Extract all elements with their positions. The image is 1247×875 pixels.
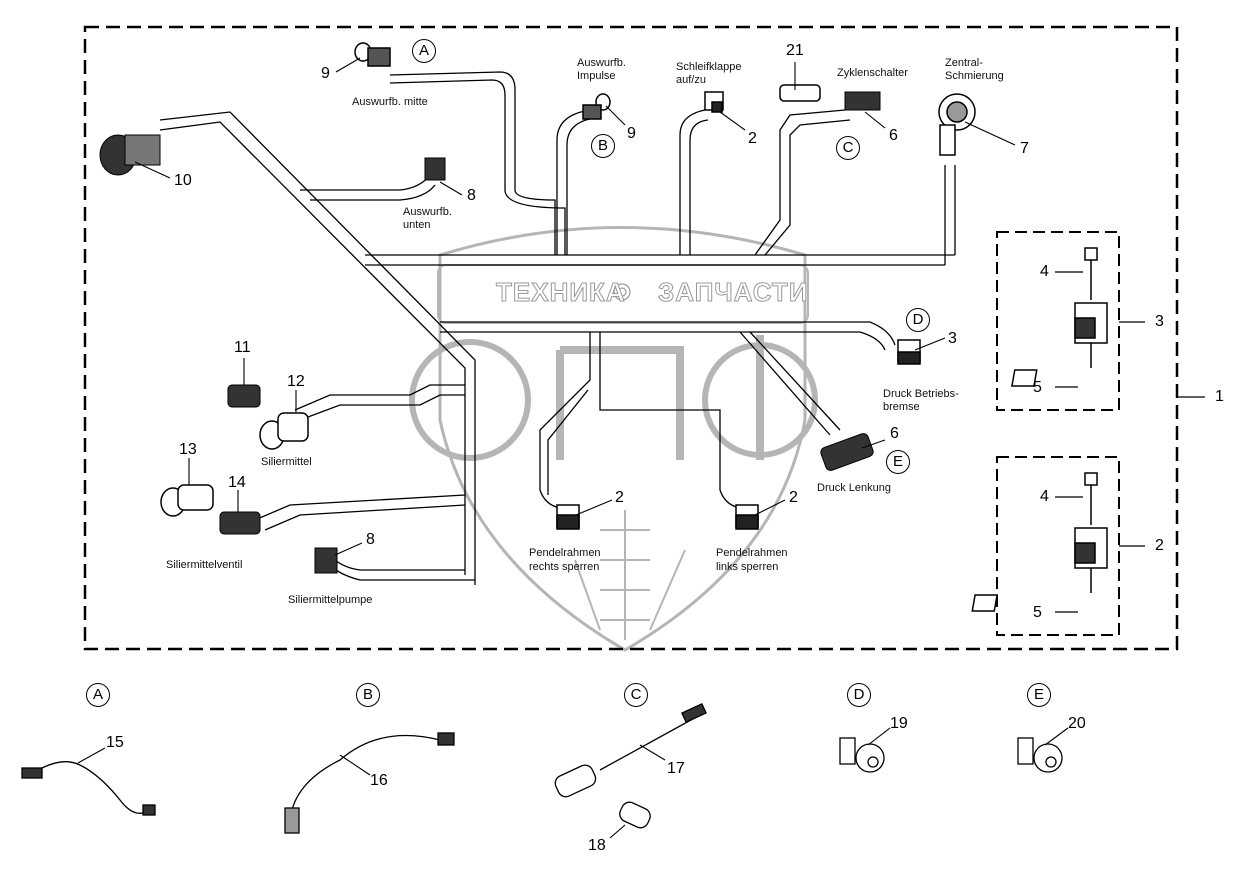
label-auswurfb-unten-1: Auswurfb.: [403, 206, 452, 218]
callout-2[interactable]: 2: [1155, 537, 1164, 554]
cable-16-icon: [284, 732, 455, 834]
callout-14[interactable]: 14: [228, 474, 246, 491]
plug-18-icon: [619, 801, 651, 829]
cable-15-icon: [21, 761, 156, 816]
connector-8-top-icon: [424, 157, 446, 181]
callout-1-assembly[interactable]: 1: [1215, 388, 1224, 405]
cap-19-icon: [839, 737, 885, 773]
callout-8[interactable]: 8: [366, 531, 375, 548]
label-zyklenschalter: Zyklenschalter: [837, 67, 908, 79]
connector-10-icon: [99, 134, 161, 176]
kit-box-2: [996, 456, 1120, 636]
label-pendel-rechts-2: rechts sperren: [529, 561, 600, 573]
watermark-gear-icon: [613, 283, 631, 301]
detail-heading-a: A: [86, 683, 110, 707]
callout-20[interactable]: 20: [1068, 715, 1086, 732]
label-siliermittel: Siliermittel: [261, 456, 312, 468]
watermark-text-left: ТЕХНИКА: [496, 277, 626, 308]
callout-17[interactable]: 17: [667, 760, 685, 777]
callout-2[interactable]: 2: [748, 130, 757, 147]
detail-marker-d[interactable]: D: [906, 308, 930, 332]
detail-heading-e: E: [1027, 683, 1051, 707]
detail-marker-a[interactable]: A: [412, 39, 436, 63]
connector-2-right-icon: [556, 504, 580, 530]
connector-14-icon: [219, 511, 261, 535]
connector-13-icon: [160, 484, 214, 517]
callout-8[interactable]: 8: [467, 187, 476, 204]
callout-6[interactable]: 6: [889, 127, 898, 144]
callout-7[interactable]: 7: [1020, 140, 1029, 157]
wiring-harness: [159, 71, 956, 585]
callout-2[interactable]: 2: [615, 489, 624, 506]
callout-10[interactable]: 10: [174, 172, 192, 189]
connector-7-icon: [938, 93, 976, 156]
connector-9a-icon: [354, 42, 391, 67]
cap-20-icon: [1017, 737, 1063, 773]
label-siliermittelventil: Siliermittelventil: [166, 559, 243, 571]
detail-heading-d: D: [847, 683, 871, 707]
label-zentral-2: Schmierung: [945, 70, 1004, 82]
label-druck-betriebs-2: bremse: [883, 401, 920, 413]
label-auswurfb-impulse-2: Impulse: [577, 70, 616, 82]
detail-heading-c: C: [624, 683, 648, 707]
callout-4[interactable]: 4: [1040, 488, 1049, 505]
detail-marker-e[interactable]: E: [886, 450, 910, 474]
connector-8-bottom-icon: [314, 547, 338, 574]
watermark-text-right: ЗАПЧАСТИ: [658, 277, 809, 308]
callout-13[interactable]: 13: [179, 441, 197, 458]
callout-6[interactable]: 6: [890, 425, 899, 442]
kit-2-parts-icon: [971, 472, 1108, 612]
watermark-shield: [409, 226, 818, 652]
connector-6-top-icon: [844, 91, 881, 111]
callout-2[interactable]: 2: [789, 489, 798, 506]
label-druck-lenkung: Druck Lenkung: [817, 482, 891, 494]
callout-18[interactable]: 18: [588, 837, 606, 854]
connector-2-top-icon: [704, 91, 724, 113]
label-auswurfb-unten-2: unten: [403, 219, 431, 231]
kit-box-3: [996, 231, 1120, 411]
label-pendel-links-1: Pendelrahmen: [716, 547, 788, 559]
callout-5[interactable]: 5: [1033, 604, 1042, 621]
label-pendel-rechts-1: Pendelrahmen: [529, 547, 601, 559]
callout-16[interactable]: 16: [370, 772, 388, 789]
label-auswurfb-impulse-1: Auswurfb.: [577, 57, 626, 69]
callout-21[interactable]: 21: [786, 42, 804, 59]
callout-9[interactable]: 9: [321, 65, 330, 82]
callout-19[interactable]: 19: [890, 715, 908, 732]
callout-12[interactable]: 12: [287, 373, 305, 390]
cable-17-icon: [554, 702, 707, 798]
label-schleifklappe-1: Schleifklappe: [676, 61, 742, 73]
detail-marker-b[interactable]: B: [591, 134, 615, 158]
connector-2-left-icon: [735, 504, 759, 530]
connector-21-icon: [779, 84, 821, 102]
connector-6-E-icon: [820, 433, 874, 471]
callout-5[interactable]: 5: [1033, 379, 1042, 396]
label-druck-betriebs-1: Druck Betriebs-: [883, 388, 959, 400]
callout-4[interactable]: 4: [1040, 263, 1049, 280]
label-schleifklappe-2: auf/zu: [676, 74, 706, 86]
callout-15[interactable]: 15: [106, 734, 124, 751]
callout-3[interactable]: 3: [1155, 313, 1164, 330]
connector-11-icon: [227, 384, 261, 408]
label-pendel-links-2: links sperren: [716, 561, 779, 573]
detail-marker-c[interactable]: C: [836, 136, 860, 160]
connector-12-icon: [259, 412, 309, 450]
callout-11[interactable]: 11: [234, 339, 251, 356]
label-auswurfb-mitte: Auswurfb. mitte: [352, 96, 428, 108]
label-siliermittelpumpe: Siliermittelpumpe: [288, 594, 373, 606]
label-zentral-1: Zentral-: [945, 57, 983, 69]
callout-3[interactable]: 3: [948, 330, 957, 347]
kit-3-parts-icon: [1011, 247, 1108, 387]
detail-heading-b: B: [356, 683, 380, 707]
callout-9[interactable]: 9: [627, 125, 636, 142]
assembly-frame: [83, 25, 1179, 651]
connector-3-D-icon: [897, 339, 921, 365]
